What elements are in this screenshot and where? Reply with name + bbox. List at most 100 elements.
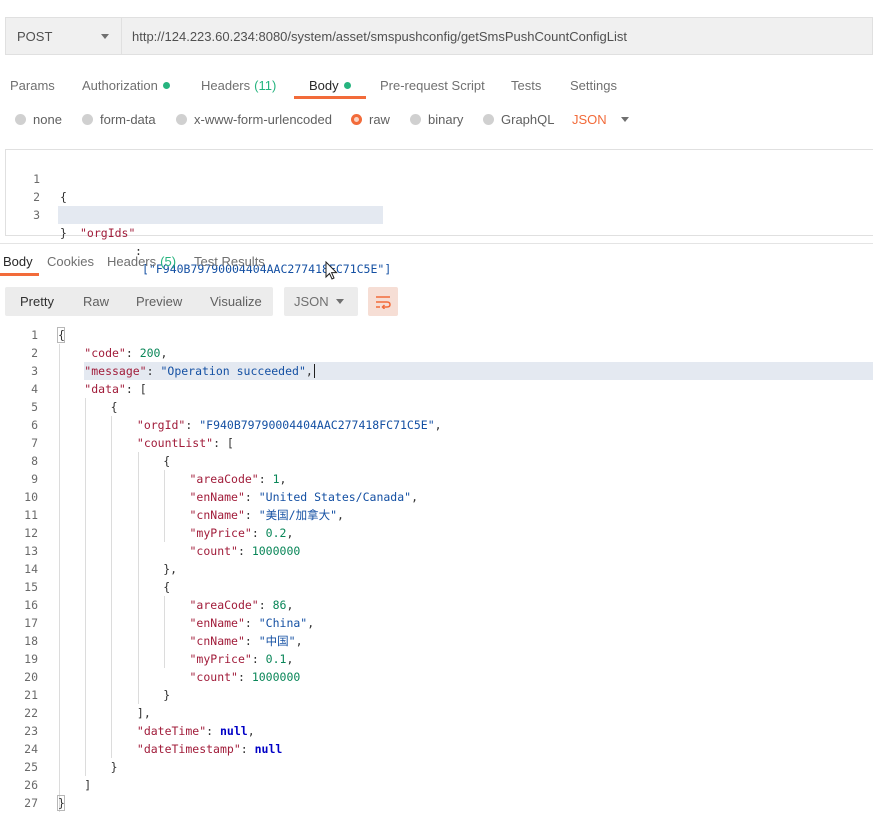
tab-response-headers[interactable]: Headers(5) [107,249,176,273]
code-token: , [305,364,313,378]
code-token: "areaCode" [189,598,259,612]
line-number: 23 [24,724,38,738]
request-url-bar: POST http://124.223.60.234:8080/system/a… [5,17,873,55]
code-line: 7"countList": [ [0,434,873,452]
code-token: , [337,508,344,522]
line-number: 19 [24,652,38,666]
method-select[interactable]: POST [5,17,121,55]
code-line: 6 "orgId": "F940B79790004404AAC277418FC71… [0,416,873,434]
response-tabs: Body Cookies Headers(5) Test Results [0,249,873,273]
line-number: 12 [24,526,38,540]
radio-label: form-data [100,111,156,127]
code-token: , [434,418,442,432]
tab-response-body[interactable]: Body [3,249,33,273]
radio-form-data[interactable]: form-data [82,107,156,131]
tab-tests[interactable]: Tests [511,70,541,100]
code-text: { [60,190,67,204]
indent-guide [59,344,60,812]
url-text: http://124.223.60.234:8080/system/asset/… [132,28,628,44]
chevron-down-icon [336,299,344,304]
line-number: 15 [24,580,38,594]
view-visualize-button[interactable]: Visualize [210,287,262,316]
code-line: 12"myPrice": 0.2, [0,524,873,542]
code-token: } [58,796,65,810]
view-label: Visualize [210,294,262,309]
line-number: 10 [24,490,38,504]
response-format-select[interactable]: JSON [284,287,358,316]
tab-body[interactable]: Body [309,70,351,100]
line-number: 21 [24,688,38,702]
code-token: "中国" [258,634,296,648]
line-number: 13 [24,544,38,558]
code-token: "myPrice" [189,652,252,666]
line-number: 1 [31,328,38,342]
tab-headers[interactable]: Headers(11) [201,70,276,100]
code-token: "count" [189,670,238,684]
radio-binary[interactable]: binary [410,107,463,131]
code-text: "enName": "United States/Canada", [190,488,419,506]
mouse-pointer-icon [325,261,338,280]
tab-cookies[interactable]: Cookies [47,249,94,273]
line-number: 1 [33,172,40,186]
tab-test-results[interactable]: Test Results [194,249,265,273]
divider [0,243,873,244]
code-text: "areaCode": 86, [190,596,294,614]
body-format-select[interactable]: JSON [572,107,629,131]
current-line-highlight [84,362,873,380]
line-number: 20 [24,670,38,684]
code-token: : [ [213,436,234,450]
code-token: : [244,634,259,648]
tab-count: (5) [160,253,177,269]
code-token: , [307,616,315,630]
radio-x-www-form-urlencoded[interactable]: x-www-form-urlencoded [176,107,332,131]
code-text: "message": "Operation succeeded", [84,362,313,380]
tab-label: Pre-request Script [380,77,485,93]
line-number: 25 [24,760,38,774]
tab-pre-request-script[interactable]: Pre-request Script [380,70,485,100]
code-text: { [163,452,170,470]
code-line: 13"count": 1000000 [0,542,873,560]
code-token: 1 [272,472,280,486]
code-token: null [220,724,248,738]
code-key: "orgIds" [80,226,136,240]
wrap-lines-button[interactable] [368,287,398,316]
radio-graphql[interactable]: GraphQL [483,107,554,131]
radio-raw[interactable]: raw [351,107,390,131]
code-line: 4"data": [ [0,380,873,398]
code-token: : [125,346,140,360]
code-line: 1{ [0,326,873,344]
request-body-editor[interactable]: 1 { 2 "orgIds" : ["F940B79790004404AAC27… [5,149,873,276]
code-token: , [279,472,287,486]
view-label: Raw [83,294,110,309]
code-token: null [254,742,283,756]
tab-settings[interactable]: Settings [570,70,617,100]
view-pretty-button[interactable]: Pretty [20,287,54,316]
tab-params[interactable]: Params [10,70,55,100]
code-line: 3 } [6,188,873,240]
request-tabs: Params Authorization Headers(11) Body Pr… [0,70,873,100]
tab-authorization[interactable]: Authorization [82,70,170,100]
line-number: 8 [31,454,38,468]
code-line: 1 { [6,152,873,204]
indent-guide [164,596,165,668]
code-line: 10 "enName": "United States/Canada", [0,488,873,506]
url-input[interactable]: http://124.223.60.234:8080/system/asset/… [121,17,873,55]
line-number: 18 [24,634,38,648]
code-token: 0.1 [265,652,287,666]
radio-selected-icon [351,113,362,125]
line-number: 24 [24,742,38,756]
code-text: "data": [ [84,380,146,398]
bracket-match-box [57,795,65,811]
response-body-viewer[interactable]: 1{2"code": 200,3"message": "Operation su… [0,326,873,833]
body-type-options: none form-data x-www-form-urlencoded raw… [0,107,873,131]
code-token: , [286,526,294,540]
view-raw-button[interactable]: Raw [83,287,109,316]
code-token: 86 [272,598,287,612]
radio-none[interactable]: none [15,107,62,131]
tab-label: Test Results [194,253,265,269]
code-line: 9"areaCode": 1, [0,470,873,488]
code-text: "orgId": "F940B79790004404AAC277418FC71C… [137,416,442,434]
view-preview-button[interactable]: Preview [136,287,182,316]
line-number: 6 [31,418,38,432]
code-line: 18"cnName": "中国", [0,632,873,650]
